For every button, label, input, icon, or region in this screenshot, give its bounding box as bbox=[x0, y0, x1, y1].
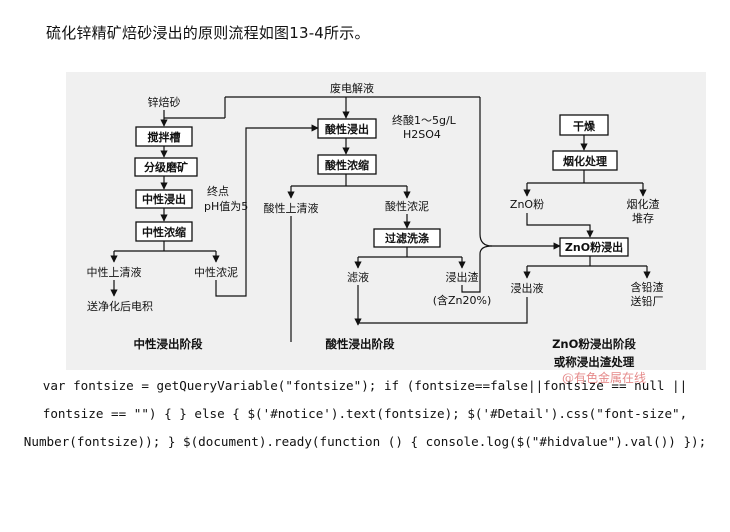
label-zinc-calcine: 锌焙砂 bbox=[148, 95, 181, 109]
box-zno-leach bbox=[559, 237, 629, 257]
label-fume-slag: 烟化渣 bbox=[627, 197, 660, 211]
label-stockpile: 堆存 bbox=[632, 211, 654, 225]
stage-zno-2: 或称浸出渣处理 bbox=[554, 355, 635, 369]
stage-neutral: 中性浸出阶段 bbox=[134, 337, 203, 351]
box-mix-label: 搅拌槽 bbox=[148, 130, 181, 144]
box-zno-leach-label: ZnO粉浸出 bbox=[565, 240, 623, 254]
box-neutral-leach-label: 中性浸出 bbox=[142, 192, 186, 206]
box-acid-thicken-label: 酸性浓缩 bbox=[325, 158, 369, 172]
label-leach-residue: 浸出渣 bbox=[446, 270, 479, 284]
box-neutral-thicken-label: 中性浓缩 bbox=[142, 225, 186, 239]
box-fume bbox=[552, 150, 618, 171]
label-neutral-overflow: 中性上清液 bbox=[87, 265, 142, 279]
script-text: var fontsize = getQueryVariable("fontsiz… bbox=[23, 378, 707, 449]
watermark: @有色金属在线 bbox=[562, 371, 647, 385]
box-acid-thicken bbox=[317, 154, 377, 175]
label-to-lead-plant: 送铅厂 bbox=[631, 294, 664, 308]
box-dry bbox=[559, 114, 609, 136]
label-leach-solution: 浸出液 bbox=[511, 281, 544, 295]
label-end-acid: 终酸1～5g/L bbox=[392, 113, 457, 127]
label-endpoint-ph: pH值为5 bbox=[204, 200, 248, 213]
stage-acid: 酸性浸出阶段 bbox=[326, 337, 395, 351]
label-acid-sludge: 酸性浓泥 bbox=[385, 199, 429, 213]
box-dry-label: 干燥 bbox=[573, 119, 596, 133]
label-acid-overflow: 酸性上清液 bbox=[264, 201, 319, 215]
label-endpoint: 终点 bbox=[207, 184, 229, 198]
box-acid-leach-label: 酸性浸出 bbox=[325, 122, 369, 136]
box-acid-leach bbox=[317, 118, 377, 139]
label-to-purify: 送净化后电积 bbox=[87, 299, 153, 313]
label-zno-powder: ZnO粉 bbox=[510, 198, 544, 211]
box-mix bbox=[135, 126, 193, 147]
connectors bbox=[110, 96, 651, 342]
label-filtrate: 滤液 bbox=[347, 270, 369, 284]
stage-zno-1: ZnO粉浸出阶段 bbox=[552, 337, 636, 351]
box-neutral-leach bbox=[135, 189, 193, 209]
label-h2so4: H2SO4 bbox=[403, 128, 441, 141]
intro-text: 硫化锌精矿焙砂浸出的原则流程如图13-4所示。 bbox=[46, 24, 370, 42]
box-neutral-thicken bbox=[135, 221, 193, 242]
box-grind bbox=[134, 157, 198, 177]
label-neutral-sludge: 中性浓泥 bbox=[194, 265, 238, 279]
box-filter-wash-label: 过滤洗涤 bbox=[385, 231, 429, 245]
box-fume-label: 烟化处理 bbox=[563, 154, 607, 168]
process-boxes bbox=[134, 114, 629, 257]
label-residue-zn: (含Zn20%) bbox=[433, 293, 492, 307]
label-lead-residue: 含铅渣 bbox=[631, 280, 664, 294]
box-grind-label: 分级磨矿 bbox=[144, 160, 188, 174]
box-filter-wash bbox=[373, 228, 441, 248]
label-spent-electrolyte: 废电解液 bbox=[330, 81, 374, 95]
